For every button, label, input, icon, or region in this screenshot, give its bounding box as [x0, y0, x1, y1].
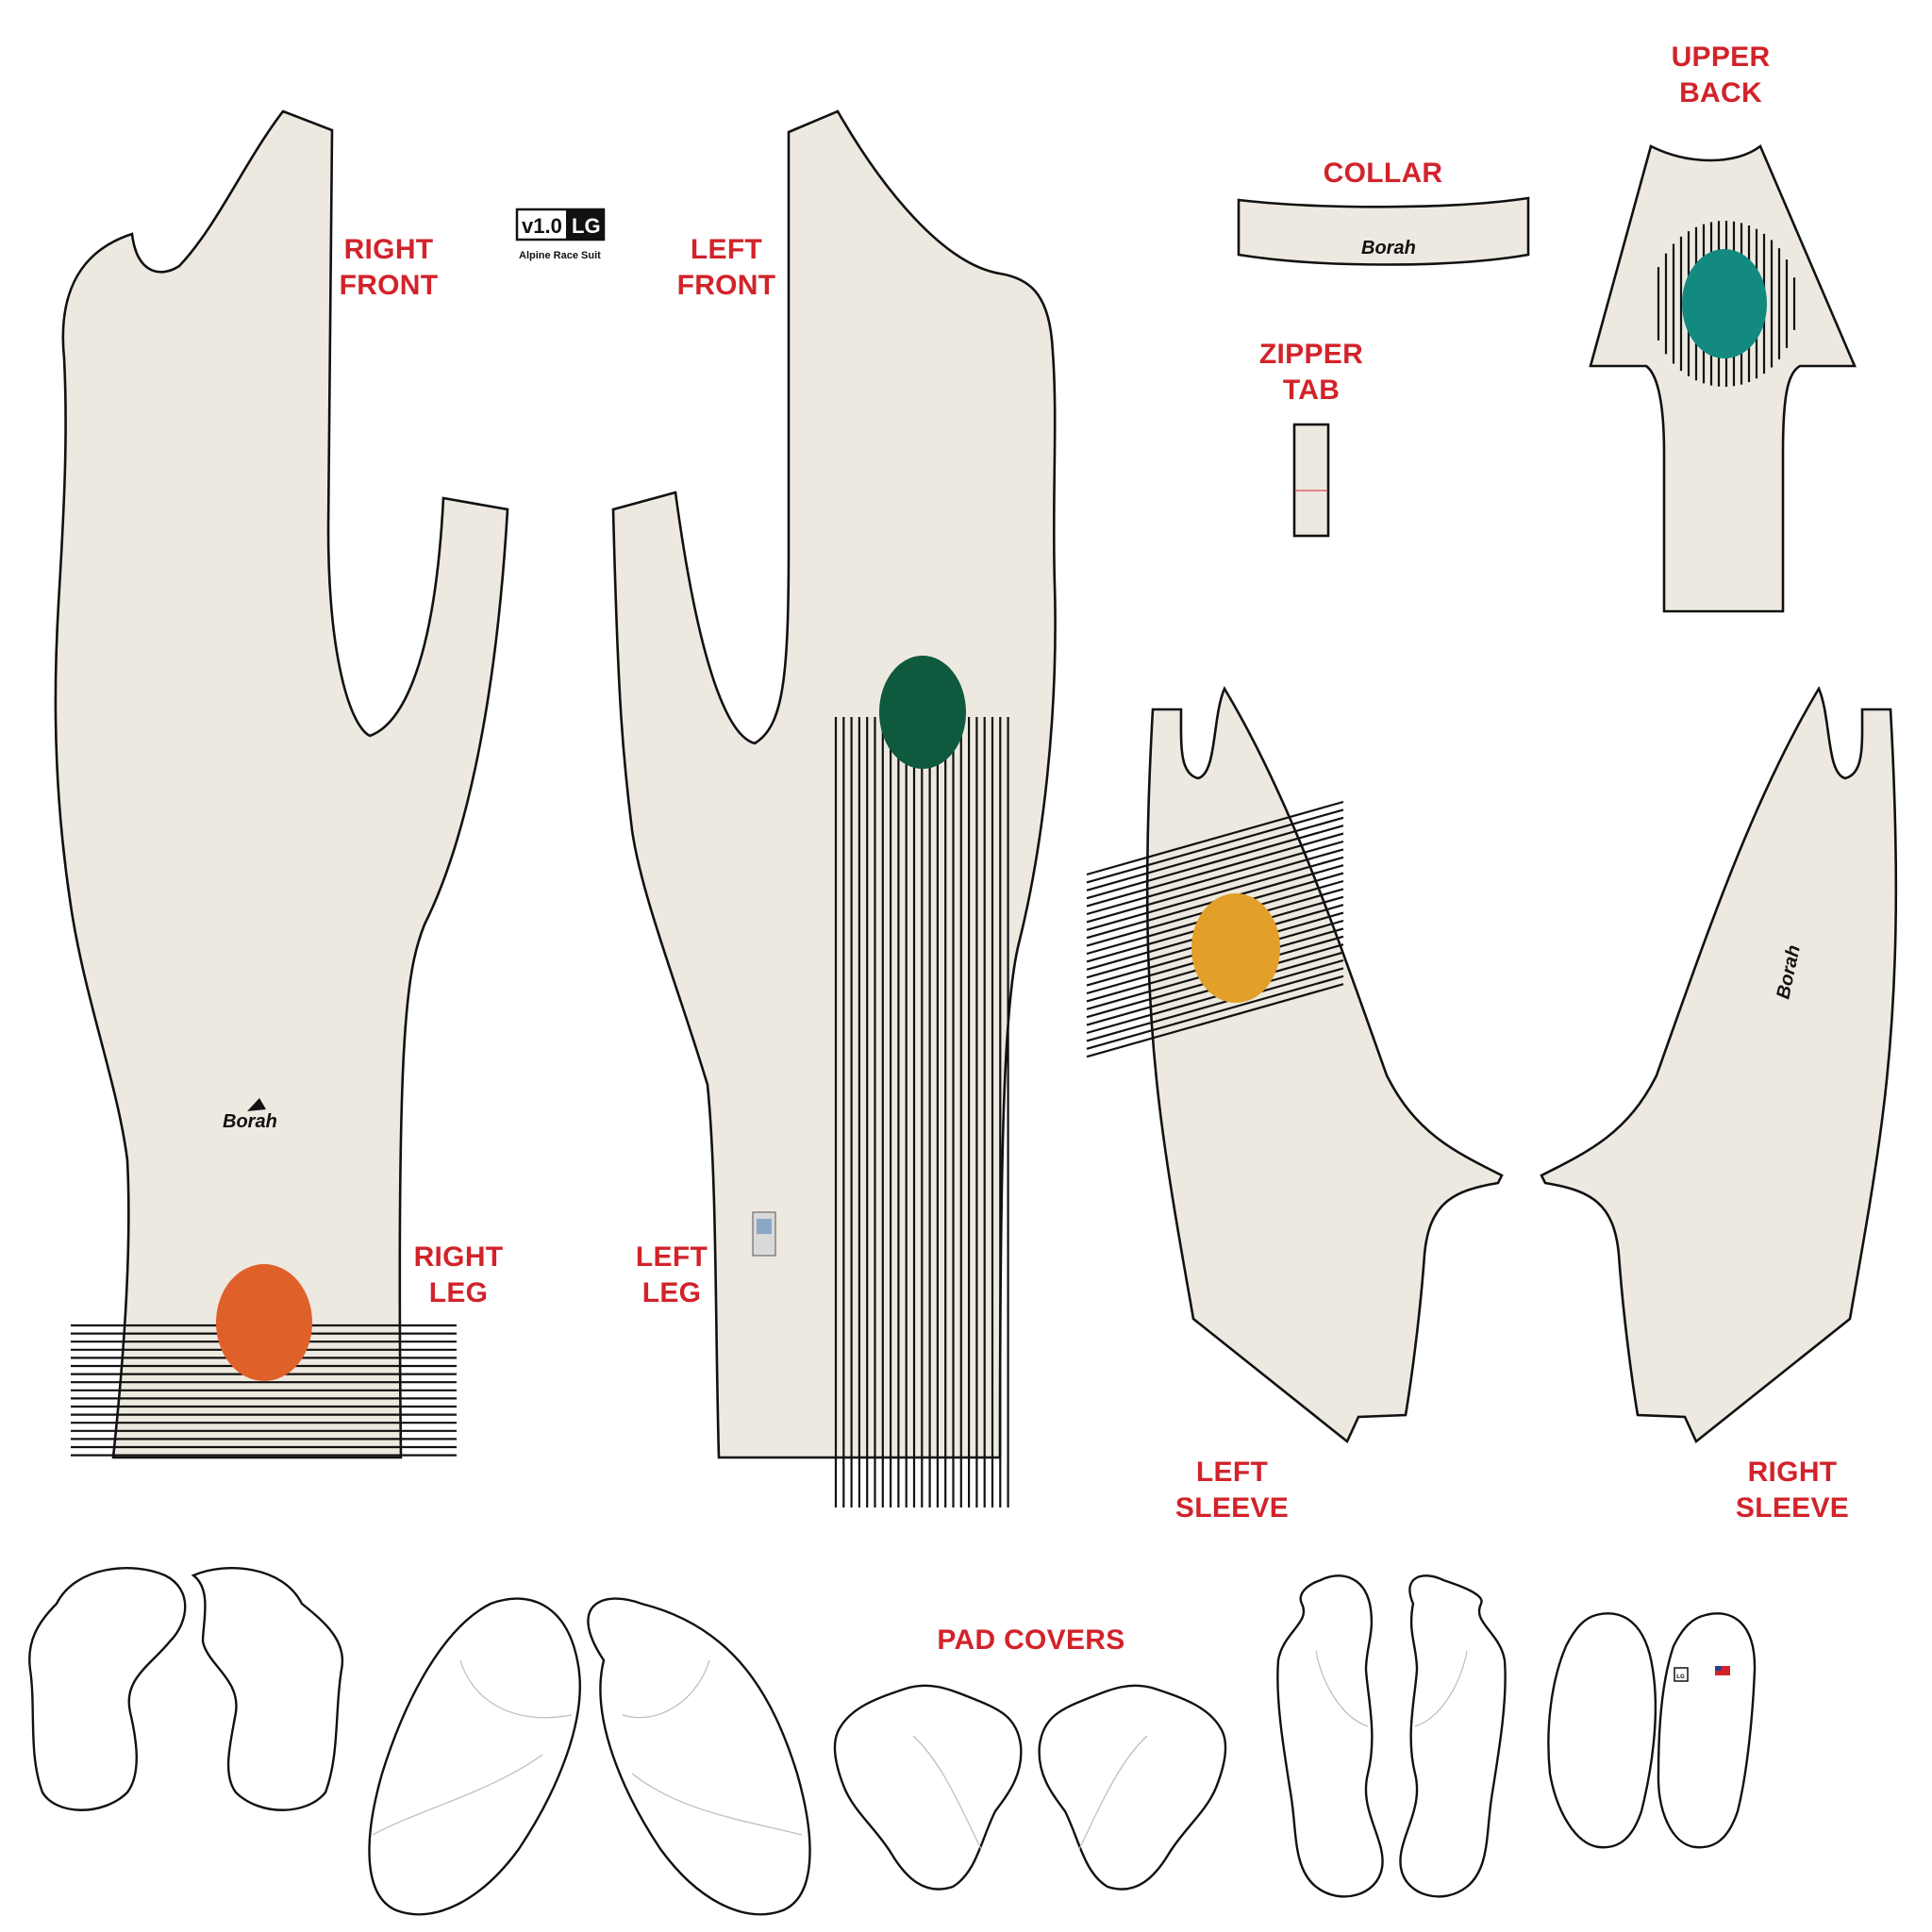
- teal-dot: [1682, 249, 1767, 358]
- svg-text:TAB: TAB: [1283, 375, 1340, 406]
- stripe-line: [1086, 983, 1344, 1058]
- stripe-line: [1086, 808, 1344, 884]
- upper-back-piece: UPPER BACK: [1589, 42, 1857, 613]
- amber-dot: [1191, 893, 1280, 1003]
- label-pad-covers: PAD COVERS: [937, 1624, 1124, 1656]
- pad-cover-small-oval-left: [1547, 1612, 1657, 1849]
- stripe-line: [1086, 848, 1344, 924]
- badge-flag-icon: [757, 1219, 772, 1234]
- stripe-line: [1086, 800, 1344, 876]
- borah-logo-right-front: Borah: [223, 1111, 277, 1132]
- pad-cover-long-left: [1276, 1574, 1384, 1898]
- borah-peak-icon: [247, 1098, 266, 1111]
- pad-cover-small-oval-right: LG: [1657, 1612, 1757, 1849]
- label-right-leg: RIGHT LEG: [414, 1241, 504, 1308]
- svg-text:RIGHT: RIGHT: [344, 234, 434, 265]
- pad-cover-oval-right: [587, 1597, 811, 1916]
- us-flag-canton: [1715, 1666, 1722, 1671]
- svg-text:SLEEVE: SLEEVE: [1736, 1492, 1849, 1524]
- svg-text:LEFT: LEFT: [636, 1241, 708, 1273]
- version-badge: v1.0 LG Alpine Race Suit: [515, 208, 606, 261]
- svg-text:RIGHT: RIGHT: [1748, 1457, 1838, 1488]
- right-leg-stripes: [71, 1324, 457, 1457]
- stripe-line: [1086, 824, 1344, 900]
- stripe-line: [1086, 967, 1344, 1042]
- stripe-line: [1086, 832, 1344, 908]
- svg-text:RIGHT: RIGHT: [414, 1241, 504, 1273]
- svg-text:LEFT: LEFT: [691, 234, 762, 265]
- svg-text:Alpine Race Suit: Alpine Race Suit: [519, 250, 601, 261]
- right-front-piece: Borah: [54, 109, 509, 1459]
- svg-text:BACK: BACK: [1679, 77, 1762, 108]
- svg-text:UPPER: UPPER: [1672, 42, 1771, 73]
- pad-cover-triangle-right: [1038, 1684, 1227, 1890]
- pad-cover-kidney-left: [28, 1567, 187, 1811]
- dark-green-dot: [879, 656, 966, 769]
- label-left-leg: LEFT LEG: [636, 1241, 708, 1308]
- orange-dot: [216, 1264, 312, 1381]
- pad-cover-oval-left: [368, 1597, 581, 1916]
- us-flag-icon: [1715, 1666, 1730, 1675]
- size-tag: [1674, 1667, 1689, 1682]
- svg-text:ZIPPER: ZIPPER: [1259, 339, 1363, 370]
- svg-text:FRONT: FRONT: [677, 270, 776, 301]
- svg-text:LEFT: LEFT: [1196, 1457, 1268, 1488]
- stripe-line: [1086, 958, 1344, 1035]
- svg-text:SLEEVE: SLEEVE: [1175, 1492, 1289, 1524]
- stripe-line: [1086, 974, 1344, 1050]
- left-front-piece: [611, 109, 1057, 1507]
- svg-text:LEG: LEG: [429, 1277, 489, 1308]
- right-sleeve-piece: Borah RIGHT SLEEVE: [1540, 686, 1898, 1524]
- svg-text:LG: LG: [572, 214, 601, 238]
- stripe-line: [1086, 840, 1344, 916]
- svg-text:LG: LG: [1676, 1674, 1685, 1680]
- left-sleeve-piece: LEFT SLEEVE: [1086, 686, 1504, 1524]
- left-leg-stripes: [834, 717, 1009, 1507]
- svg-text:FRONT: FRONT: [340, 270, 439, 301]
- svg-text:LEG: LEG: [642, 1277, 702, 1308]
- collar-piece: COLLAR Borah: [1237, 158, 1530, 266]
- stripe-line: [1086, 816, 1344, 891]
- label-right-front: RIGHT FRONT: [340, 234, 439, 301]
- zipper-tab-piece: ZIPPER TAB: [1259, 339, 1363, 538]
- svg-text:COLLAR: COLLAR: [1324, 158, 1443, 189]
- pad-cover-long-right: [1399, 1574, 1507, 1898]
- pad-cover-triangle-left: [833, 1684, 1023, 1890]
- borah-logo-collar: Borah: [1361, 238, 1416, 258]
- svg-text:v1.0: v1.0: [522, 214, 562, 238]
- label-left-front: LEFT FRONT: [677, 234, 776, 301]
- pad-cover-kidney-right: [191, 1567, 344, 1811]
- stripe-line: [1086, 856, 1344, 931]
